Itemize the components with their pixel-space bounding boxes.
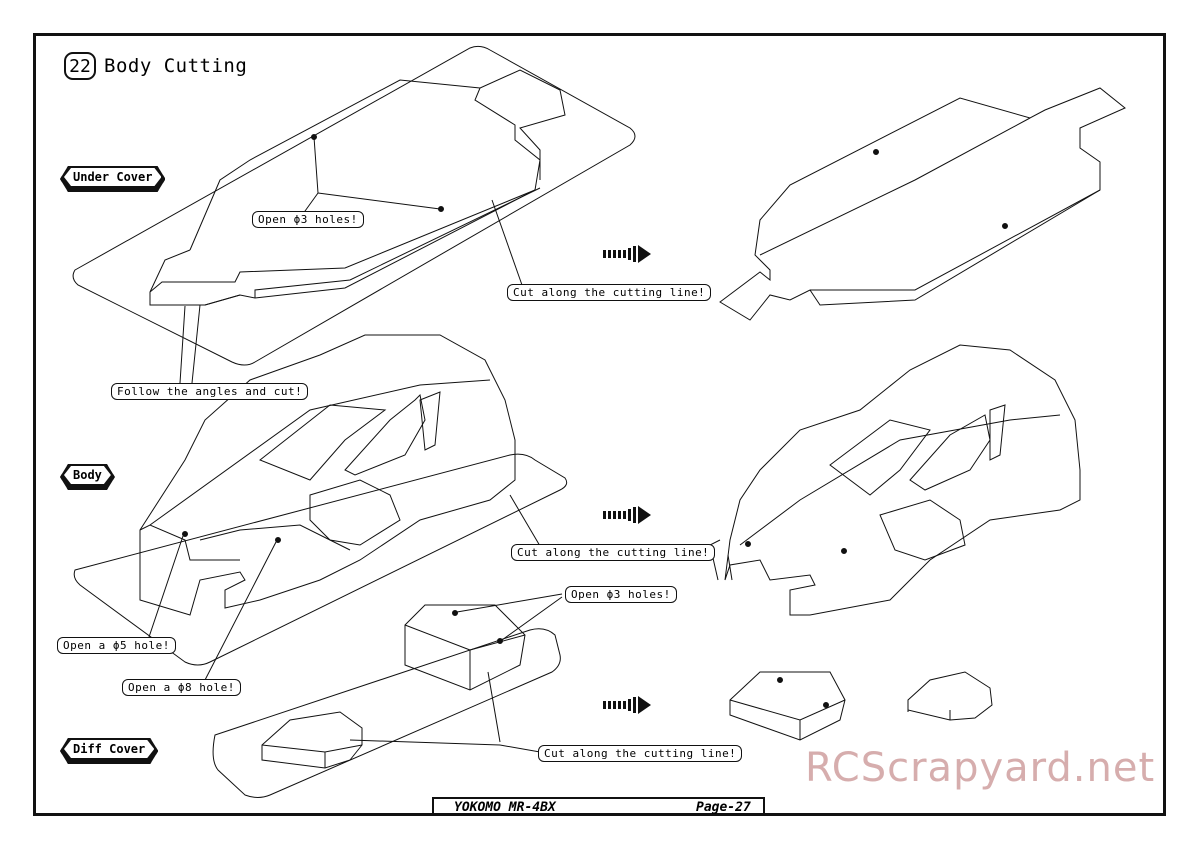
section-tag-body: Body bbox=[60, 464, 115, 490]
body-sheet-drawing bbox=[73, 334, 568, 681]
under-cover-cut-drawing bbox=[719, 87, 1126, 321]
step-number: 22 bbox=[64, 52, 96, 80]
callout-under-cover-holes: Open ϕ3 holes! bbox=[252, 211, 364, 228]
section-tag-label: Diff Cover bbox=[64, 740, 154, 758]
page-frame bbox=[33, 33, 1166, 816]
arrow-right-icon bbox=[603, 696, 651, 714]
step-header: 22 Body Cutting bbox=[64, 52, 247, 80]
watermark: RCScrapyard.net bbox=[805, 745, 1156, 791]
section-tag-under-cover: Under Cover bbox=[60, 166, 165, 192]
under-cover-sheet-drawing bbox=[72, 45, 636, 384]
callout-body-cut: Cut along the cutting line! bbox=[511, 544, 716, 561]
callout-diff-holes: Open ϕ3 holes! bbox=[565, 586, 677, 603]
callout-follow-angles: Follow the angles and cut! bbox=[111, 383, 309, 400]
footer: YOKOMO MR-4BX Page-27 bbox=[432, 797, 765, 816]
callout-under-cover-cut: Cut along the cutting line! bbox=[507, 284, 712, 301]
footer-page: Page-27 bbox=[696, 800, 751, 815]
section-tag-label: Under Cover bbox=[64, 168, 161, 186]
callout-body-hole5: Open a ϕ5 hole! bbox=[57, 637, 176, 654]
callout-diff-cut: Cut along the cutting line! bbox=[538, 745, 743, 762]
diff-cover-sheet-drawing bbox=[212, 593, 563, 798]
step-title: Body Cutting bbox=[104, 55, 248, 77]
section-tag-label: Body bbox=[64, 466, 111, 484]
footer-model: YOKOMO MR-4BX bbox=[454, 800, 556, 815]
callout-body-hole8: Open a ϕ8 hole! bbox=[122, 679, 241, 696]
diff-cover-cut-drawing bbox=[729, 671, 993, 741]
arrow-right-icon bbox=[603, 506, 651, 524]
section-tag-diff-cover: Diff Cover bbox=[60, 738, 158, 764]
body-cut-drawing bbox=[709, 344, 1081, 616]
arrow-right-icon bbox=[603, 245, 651, 263]
